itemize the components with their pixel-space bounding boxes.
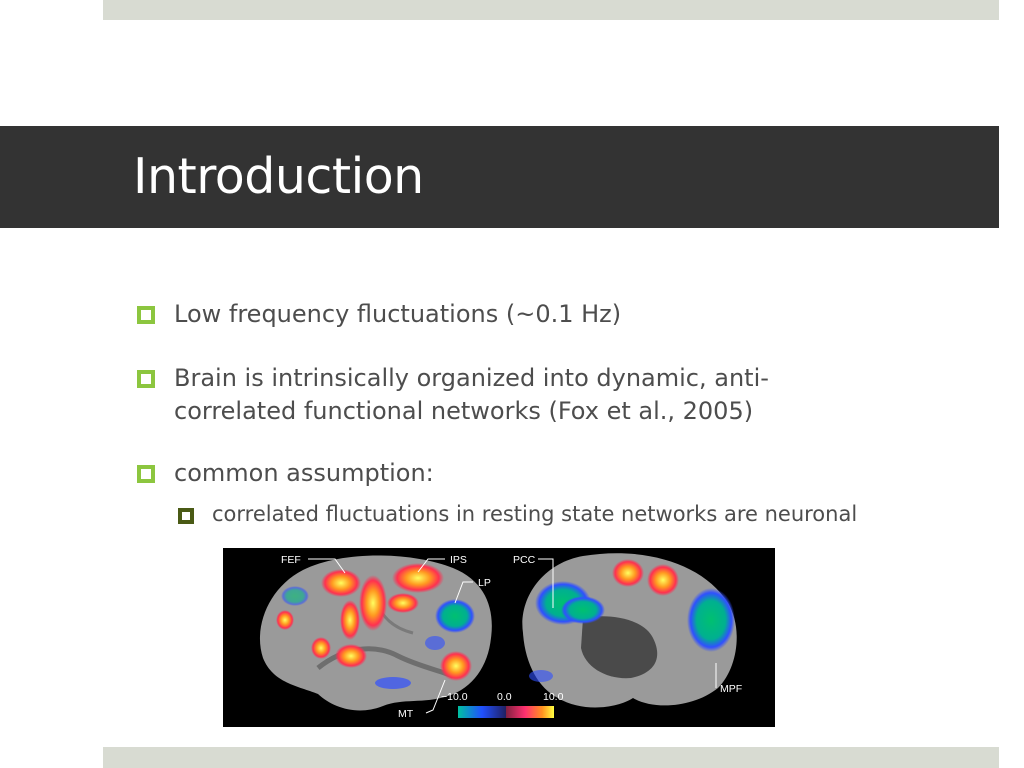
top-decor-bar [103, 0, 999, 20]
colorbar-mid-label: 0.0 [497, 691, 512, 703]
label-mpf: MPF [720, 683, 742, 695]
colorbar-min-label: −10.0 [441, 691, 468, 703]
sub-bullet-marker-icon [178, 508, 194, 524]
sub-bullet-item: correlated fluctuations in resting state… [212, 502, 858, 526]
slide-title: Introduction [133, 148, 424, 205]
lateral-hemisphere [259, 555, 492, 711]
brain-illustration: FEF IPS LP PCC MT MPF −10.0 0.0 10.0 [259, 553, 742, 720]
callout-lines [308, 558, 717, 714]
bullet-item: Brain is intrinsically organized into dy… [174, 364, 769, 392]
bullet-marker-icon [137, 370, 155, 388]
label-ips: IPS [450, 554, 467, 566]
title-band [0, 126, 999, 228]
bullet-item-continuation: correlated functional networks (Fox et a… [174, 397, 754, 425]
medial-hemisphere [522, 553, 737, 708]
label-lp: LP [478, 577, 491, 589]
brain-network-figure: FEF IPS LP PCC MT MPF −10.0 0.0 10.0 [223, 548, 775, 727]
label-pcc: PCC [513, 554, 536, 566]
bullet-item: common assumption: [174, 459, 434, 487]
bullet-item: Low frequency fluctuations (~0.1 Hz) [174, 300, 622, 328]
bottom-decor-bar [103, 747, 999, 768]
colorbar-max-label: 10.0 [543, 691, 564, 703]
colorbar: −10.0 0.0 10.0 [441, 691, 564, 718]
bullet-marker-icon [137, 465, 155, 483]
label-mt: MT [398, 708, 414, 720]
bullet-marker-icon [137, 306, 155, 324]
label-fef: FEF [281, 554, 301, 566]
